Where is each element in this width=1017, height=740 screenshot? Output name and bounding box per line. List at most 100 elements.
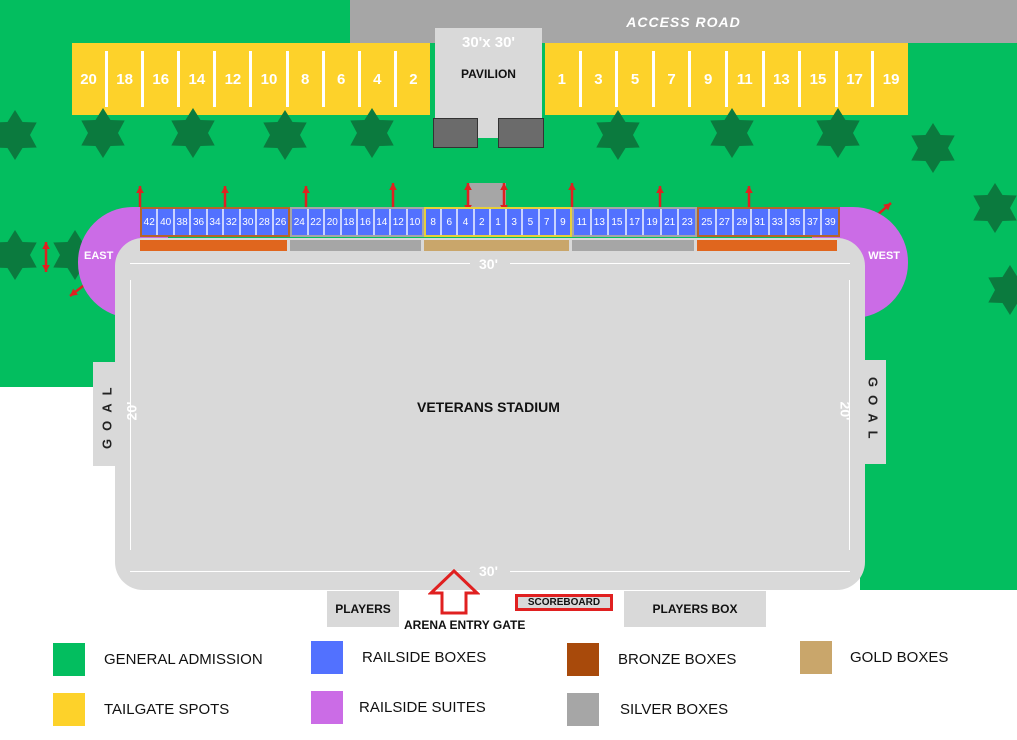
railside-box[interactable]: 7 (539, 209, 556, 235)
railside-box[interactable]: 33 (769, 209, 788, 235)
railside-box[interactable]: 8 (426, 209, 443, 235)
railside-box[interactable]: 2 (474, 209, 491, 235)
railside-box[interactable]: 36 (191, 209, 208, 235)
goal-right: GOAL (860, 360, 886, 464)
tailgate-spot[interactable]: 1 (545, 51, 582, 107)
legend-swatch (311, 641, 343, 674)
silver-strip (290, 240, 421, 251)
railside-box[interactable]: 37 (804, 209, 823, 235)
railside-box[interactable]: 1 (490, 209, 508, 235)
railside-box[interactable]: 30 (240, 209, 258, 235)
field-line-top-r (510, 263, 850, 264)
arrowhead-icon (883, 203, 891, 211)
railside-box[interactable]: 3 (507, 209, 524, 235)
bottom-width-label: 30' (479, 563, 498, 579)
railside-box[interactable]: 14 (374, 209, 391, 235)
tree-icon (0, 230, 37, 280)
railside-box[interactable]: 29 (734, 209, 752, 235)
tailgate-spot[interactable]: 2 (409, 70, 418, 88)
railside-box[interactable]: 6 (442, 209, 459, 235)
railside-box[interactable]: 4 (458, 209, 475, 235)
tailgate-spot[interactable]: 5 (618, 51, 655, 107)
legend-label: SILVER BOXES (620, 701, 729, 718)
tailgate-spot[interactable]: 14 (180, 51, 217, 107)
railside-box[interactable]: 9 (555, 209, 570, 235)
railside-box[interactable]: 34 (207, 209, 225, 235)
legend-label: BRONZE BOXES (618, 651, 737, 668)
railside-box[interactable]: 26 (273, 209, 288, 235)
legend-swatch (53, 693, 85, 726)
arrowhead-icon (389, 183, 397, 191)
railside-box[interactable]: 28 (257, 209, 274, 235)
railside-box[interactable]: 17 (626, 209, 645, 235)
railside-box[interactable]: 24 (292, 209, 309, 235)
railside-box[interactable]: 40 (158, 209, 175, 235)
legend-label: RAILSIDE BOXES (362, 649, 487, 666)
railside-box[interactable]: 19 (644, 209, 662, 235)
players-box-label: PLAYERS BOX (652, 602, 738, 616)
tailgate-spot[interactable]: 8 (289, 51, 325, 107)
railside-box[interactable]: 5 (523, 209, 540, 235)
tailgate-spot[interactable]: 10 (252, 51, 289, 107)
tailgate-spot[interactable]: 18 (108, 51, 145, 107)
right-end-label: 20' (837, 401, 854, 421)
tailgate-spot[interactable]: 4 (361, 51, 397, 107)
tailgate-spot[interactable]: 6 (325, 51, 361, 107)
tree-icon (911, 123, 955, 173)
tailgate-spot[interactable]: 9 (691, 51, 728, 107)
box-tier-strips (140, 240, 840, 251)
arrowhead-icon (302, 186, 310, 194)
railside-box[interactable]: 18 (341, 209, 358, 235)
top-width-label: 30' (479, 256, 498, 272)
tailgate-spot[interactable]: 7 (655, 51, 692, 107)
arrowhead-icon (136, 186, 144, 194)
railside-box[interactable]: 35 (787, 209, 805, 235)
legend-swatch (567, 643, 599, 676)
railside-box[interactable]: 39 (822, 209, 838, 235)
railside-box[interactable]: 38 (174, 209, 192, 235)
tree-icon (988, 265, 1017, 315)
legend-label: RAILSIDE SUITES (359, 699, 486, 716)
goal-right-label: GOAL (865, 377, 881, 447)
railside-box[interactable]: 25 (699, 209, 717, 235)
railside-box[interactable]: 27 (716, 209, 735, 235)
tree-icon (710, 108, 754, 158)
railside-box[interactable]: 13 (591, 209, 610, 235)
railside-box[interactable]: 11 (574, 209, 592, 235)
railside-box[interactable]: 31 (751, 209, 770, 235)
tree-icon (816, 108, 860, 158)
pavilion-size: 30'x 30' (461, 34, 515, 51)
tailgate-spot[interactable]: 17 (838, 51, 875, 107)
tailgate-spot[interactable]: 13 (765, 51, 802, 107)
railside-box[interactable]: 20 (325, 209, 342, 235)
players-area: PLAYERS (327, 591, 399, 627)
suite-west-label: WEST (868, 249, 900, 262)
railside-box[interactable]: 23 (679, 209, 696, 235)
railside-box[interactable]: 12 (391, 209, 408, 235)
railside-box[interactable]: 42 (142, 209, 159, 235)
players-box: PLAYERS BOX (624, 591, 766, 627)
tailgate-spot[interactable]: 19 (882, 70, 900, 88)
tailgate-spot[interactable]: 12 (216, 51, 253, 107)
railside-box[interactable]: 32 (224, 209, 241, 235)
tailgate-spot[interactable]: 3 (582, 51, 619, 107)
tailgate-spot[interactable]: 15 (801, 51, 838, 107)
railside-box[interactable]: 15 (609, 209, 627, 235)
tailgate-spot[interactable]: 20 (72, 51, 109, 107)
railside-box[interactable]: 22 (308, 209, 325, 235)
entry-gate-arrow-icon[interactable] (428, 568, 480, 616)
tailgate-spot[interactable]: 11 (728, 51, 765, 107)
goal-left-label: GOAL (99, 379, 115, 449)
legend-swatch (800, 641, 832, 674)
legend-swatch (53, 643, 85, 676)
railside-box[interactable]: 21 (661, 209, 680, 235)
railside-box[interactable]: 10 (407, 209, 422, 235)
railside-box[interactable]: 16 (358, 209, 375, 235)
arrowhead-icon (745, 186, 753, 194)
tailgate-spot[interactable]: 16 (144, 51, 181, 107)
field-line-right (849, 280, 850, 550)
